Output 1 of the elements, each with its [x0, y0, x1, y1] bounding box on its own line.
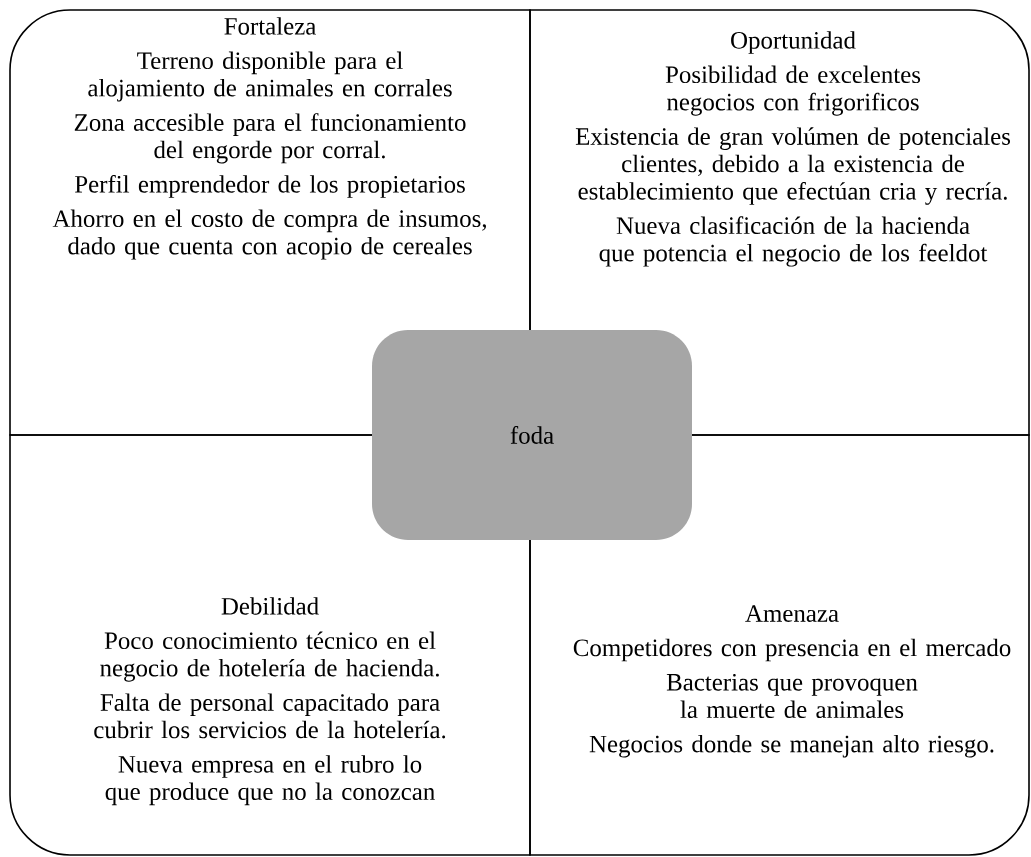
center-box: foda — [372, 330, 692, 540]
